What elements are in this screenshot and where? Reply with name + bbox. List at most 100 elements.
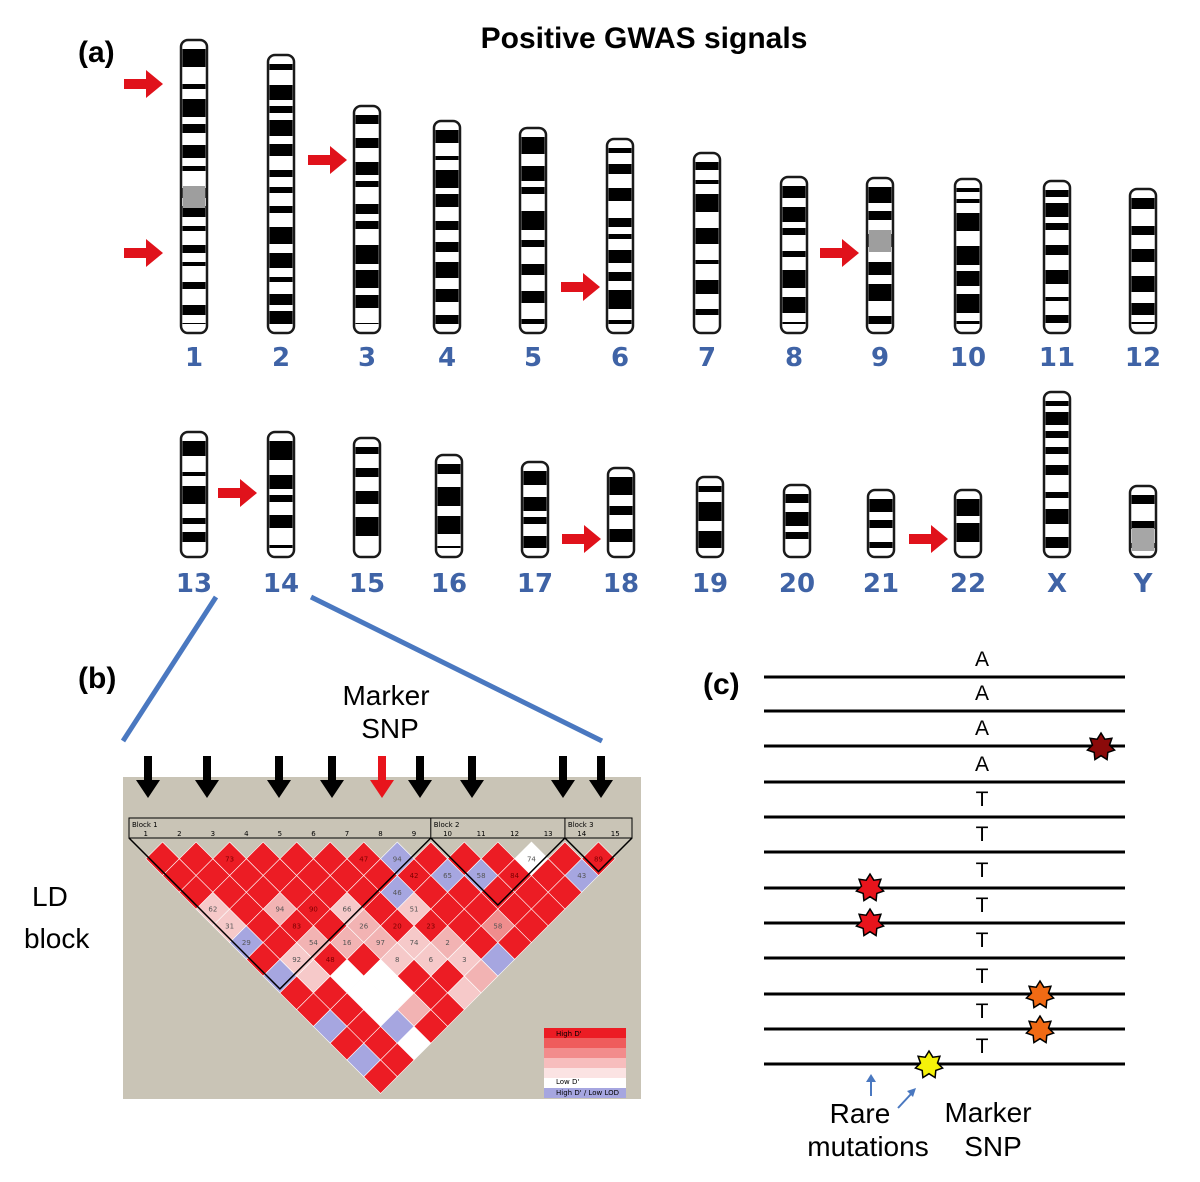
snp-index-label: 7 <box>345 830 349 838</box>
chromosome-label-3: 3 <box>358 343 376 373</box>
signal-arrow-icon <box>308 146 347 174</box>
ld-cell-value: 89 <box>594 855 603 863</box>
ld-cell-value: 26 <box>359 922 368 930</box>
mutation-star-icon <box>1025 1014 1055 1044</box>
snp-index-label: 13 <box>544 830 553 838</box>
connector-line-left <box>120 595 219 743</box>
chromosome-label-1: 1 <box>185 343 203 373</box>
snp-arrow-icon <box>136 756 160 798</box>
snp-arrow-icon <box>195 756 219 798</box>
marker-snp-label-line1: Marker <box>342 680 429 711</box>
ld-block-label: Block 1 <box>132 821 158 829</box>
chromosome-13: 13 <box>176 430 212 599</box>
chromosome-label-5: 5 <box>524 343 542 373</box>
chromosome-label-7: 7 <box>698 343 716 373</box>
chromosome-label-x: X <box>1047 569 1067 599</box>
chromosome-label-y: Y <box>1133 569 1154 599</box>
ld-cell-value: 90 <box>309 906 318 914</box>
snp-index-label: 14 <box>577 830 586 838</box>
ld-cell-value: 74 <box>410 939 419 947</box>
ld-cell-value: 54 <box>309 939 318 947</box>
snp-index-label: 6 <box>311 830 316 838</box>
ld-cell-value: 6 <box>429 956 434 964</box>
snp-index-label: 10 <box>443 830 452 838</box>
chromosome-label-12: 12 <box>1125 343 1161 373</box>
snp-arrow-icon <box>460 756 484 798</box>
snp-index-label: 15 <box>611 830 620 838</box>
chromosome-14: 14 <box>263 430 299 599</box>
allele-label: T <box>976 823 989 846</box>
legend-low-label: Low D' <box>556 1078 579 1086</box>
mutation-star-icon <box>855 907 885 937</box>
snp-arrow-icon <box>320 756 344 798</box>
mutation-star-icon <box>855 872 885 902</box>
chromosome-label-17: 17 <box>517 569 553 599</box>
allele-label: A <box>975 648 989 671</box>
chromosome-label-21: 21 <box>863 569 899 599</box>
chromosome-label-9: 9 <box>871 343 889 373</box>
ld-block-label: Block 3 <box>568 821 594 829</box>
allele-label: A <box>975 717 989 740</box>
ld-cell-value: 8 <box>395 956 399 964</box>
ld-block-outline <box>128 837 432 990</box>
ld-legend: High D'Low D'High D' / Low LOD <box>544 1028 626 1098</box>
allele-label: A <box>975 753 989 776</box>
allele-label: T <box>976 965 989 988</box>
snp-arrow-icon <box>267 756 291 798</box>
allele-label: T <box>976 1035 989 1058</box>
ld-cell-value: 23 <box>426 922 435 930</box>
chromosome-label-11: 11 <box>1039 343 1075 373</box>
snp-arrow-icon <box>408 756 432 798</box>
ld-cell-value: 31 <box>225 922 234 930</box>
chromosome-20: 20 <box>779 483 815 599</box>
signal-arrow-icon <box>561 273 600 301</box>
snp-index-label: 1 <box>144 830 148 838</box>
snp-index-label: 3 <box>211 830 215 838</box>
legend-high-low-lod-label: High D' / Low LOD <box>556 1089 619 1097</box>
zoom-connector-lines <box>120 594 604 744</box>
snp-index-label: 11 <box>477 830 486 838</box>
chromosome-22: 22 <box>950 488 986 599</box>
rare-mutations-label-line1: Rare <box>830 1098 891 1129</box>
ld-cell-value: 83 <box>292 922 301 930</box>
snp-arrow-icon <box>551 756 575 798</box>
chromosome-label-4: 4 <box>438 343 456 373</box>
allele-label: T <box>976 859 989 882</box>
ld-cell-value: 58 <box>493 922 502 930</box>
snp-index-label: 8 <box>378 830 382 838</box>
ld-cell-value: 48 <box>326 956 335 964</box>
allele-label: A <box>975 682 989 705</box>
annotation-arrow-icon <box>897 1093 912 1109</box>
ld-cell-value: 84 <box>510 872 519 880</box>
chromosome-12: 12 <box>1125 187 1161 373</box>
ld-cell-value: 2 <box>445 939 449 947</box>
ld-cell-value: 16 <box>343 939 352 947</box>
chromosome-label-10: 10 <box>950 343 986 373</box>
chromosome-label-20: 20 <box>779 569 815 599</box>
ld-cell-value: 58 <box>477 872 486 880</box>
chromosome-2: 2 <box>266 53 296 373</box>
chromosome-label-18: 18 <box>603 569 639 599</box>
ld-cell-value: 65 <box>443 872 452 880</box>
ld-block-outline <box>564 837 633 873</box>
ld-cell-value: 97 <box>376 939 385 947</box>
chromosome-6: 6 <box>605 137 635 373</box>
ld-cell-value: 51 <box>410 906 419 914</box>
chromosome-label-19: 19 <box>692 569 728 599</box>
ld-cell-value: 46 <box>393 889 402 897</box>
snp-index-label: 5 <box>278 830 282 838</box>
chromosome-y: Y <box>1128 484 1158 599</box>
ld-side-label-line2: block <box>24 923 90 954</box>
panel-label-a: (a) <box>78 36 115 69</box>
marker-snp-arrow-icon <box>370 756 394 798</box>
chromosome-x: X <box>1042 390 1072 599</box>
ld-cell-value: 66 <box>343 906 352 914</box>
chromosome-4: 4 <box>432 119 462 373</box>
snp-arrow-icon <box>589 756 613 798</box>
chromosome-3: 3 <box>352 104 382 373</box>
marker-snp-star-icon <box>914 1049 944 1079</box>
signal-arrow-icon <box>218 479 257 507</box>
